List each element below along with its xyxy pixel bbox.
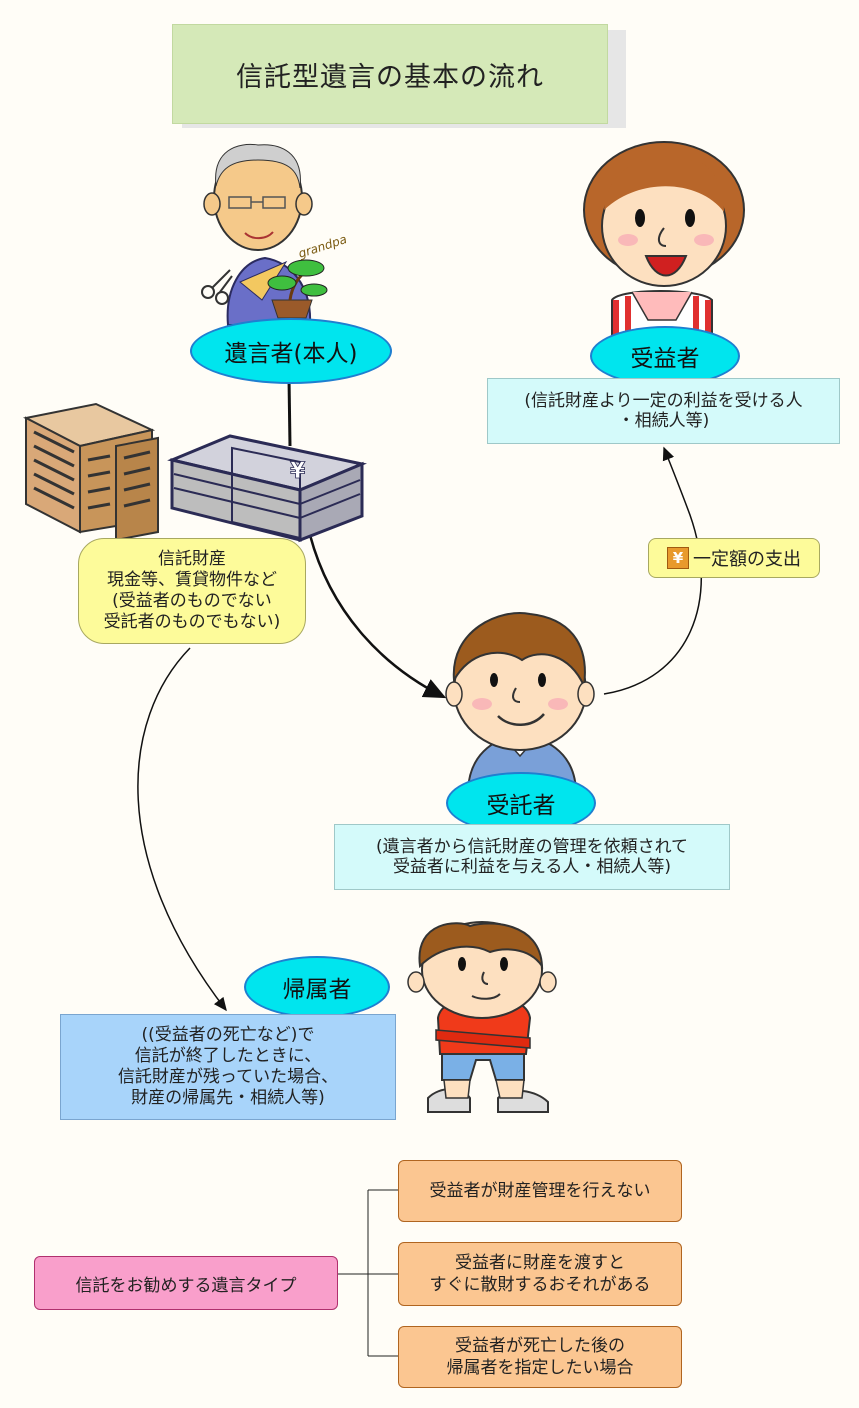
beneficiary-illustration: [583, 141, 745, 336]
recommend-bracket: [336, 1189, 398, 1357]
recommend-item-1: 受益者が財産管理を行えない: [398, 1160, 682, 1222]
recommend-item-1-line-1: 受益者が財産管理を行えない: [429, 1181, 651, 1201]
page-title: 信託型遺言の基本の流れ: [172, 24, 608, 124]
testator-to-assets-line: [287, 377, 292, 447]
beneficiary-desc-line-2: ・相続人等): [617, 411, 710, 431]
trustee-label: 受託者: [486, 793, 556, 819]
remainder-ellipse: 帰属者: [244, 956, 390, 1018]
trustee-illustration: [445, 612, 595, 791]
assets-to-trustee-arrow: [308, 534, 447, 699]
trust-assets-box: 信託財産 現金等、賃貸物件など (受益者のものでない 受託者のものでもない): [78, 538, 306, 644]
assets-to-remainder-arrow: [137, 647, 227, 1012]
recommend-label: 信託をお勧めする遺言タイプ: [75, 1275, 297, 1296]
trust-assets-line-2: 現金等、賃貸物件など: [107, 570, 277, 590]
yen-icon: ¥: [667, 547, 689, 569]
trust-assets-line-1: 信託財産: [158, 549, 226, 569]
trustee-desc-line-1: (遺言者から信託財産の管理を依頼されて: [375, 837, 689, 857]
money-yen-mark: ¥: [290, 459, 306, 484]
recommend-item-3-line-1: 受益者が死亡した後の: [455, 1336, 625, 1356]
beneficiary-ellipse: 受益者: [590, 326, 740, 386]
recommend-label-box: 信託をお勧めする遺言タイプ: [34, 1256, 338, 1310]
trustee-ellipse: 受託者: [446, 772, 596, 834]
remainder-desc-line-3: 信託財産が残っていた場合、: [117, 1067, 339, 1087]
remainder-desc-line-1: ((受益者の死亡など)で: [141, 1025, 315, 1045]
recommend-item-2-line-2: すぐに散財するおそれがある: [429, 1275, 651, 1295]
grandpa-illustration: grandpa: [201, 143, 349, 326]
beneficiary-desc-line-1: (信託財産より一定の利益を受ける人: [524, 391, 803, 411]
building-illustration: [23, 402, 159, 542]
testator-label: 遺言者(本人): [224, 341, 358, 367]
payment-box: ¥ 一定額の支出: [648, 538, 820, 578]
trustee-description: (遺言者から信託財産の管理を依頼されて 受益者に利益を与える人・相続人等): [334, 824, 730, 890]
trust-assets-line-4: 受託者のものでもない): [103, 612, 281, 632]
recommend-item-3-line-2: 帰属者を指定したい場合: [446, 1358, 634, 1378]
testator-ellipse: 遺言者(本人): [190, 318, 392, 384]
remainder-label: 帰属者: [282, 977, 352, 1003]
trustee-desc-line-2: 受益者に利益を与える人・相続人等): [392, 857, 672, 877]
remainder-desc-line-4: 財産の帰属先・相続人等): [131, 1088, 325, 1108]
remainder-desc-line-2: 信託が終了したときに、: [134, 1046, 322, 1066]
recommend-item-2: 受益者に財産を渡すと すぐに散財するおそれがある: [398, 1242, 682, 1306]
remainder-description: ((受益者の死亡など)で 信託が終了したときに、 信託財産が残っていた場合、 財…: [60, 1014, 396, 1120]
recommend-item-3: 受益者が死亡した後の 帰属者を指定したい場合: [398, 1326, 682, 1388]
beneficiary-label: 受益者: [630, 346, 700, 372]
beneficiary-description: (信託財産より一定の利益を受ける人 ・相続人等): [487, 378, 840, 444]
payment-label: 一定額の支出: [693, 549, 801, 570]
money-illustration: ¥: [167, 434, 368, 543]
recommend-item-2-line-1: 受益者に財産を渡すと: [455, 1253, 625, 1273]
remainder-illustration: [407, 921, 557, 1113]
grandpa-text: grandpa: [297, 232, 349, 261]
trust-assets-line-3: (受益者のものでない: [112, 591, 272, 611]
